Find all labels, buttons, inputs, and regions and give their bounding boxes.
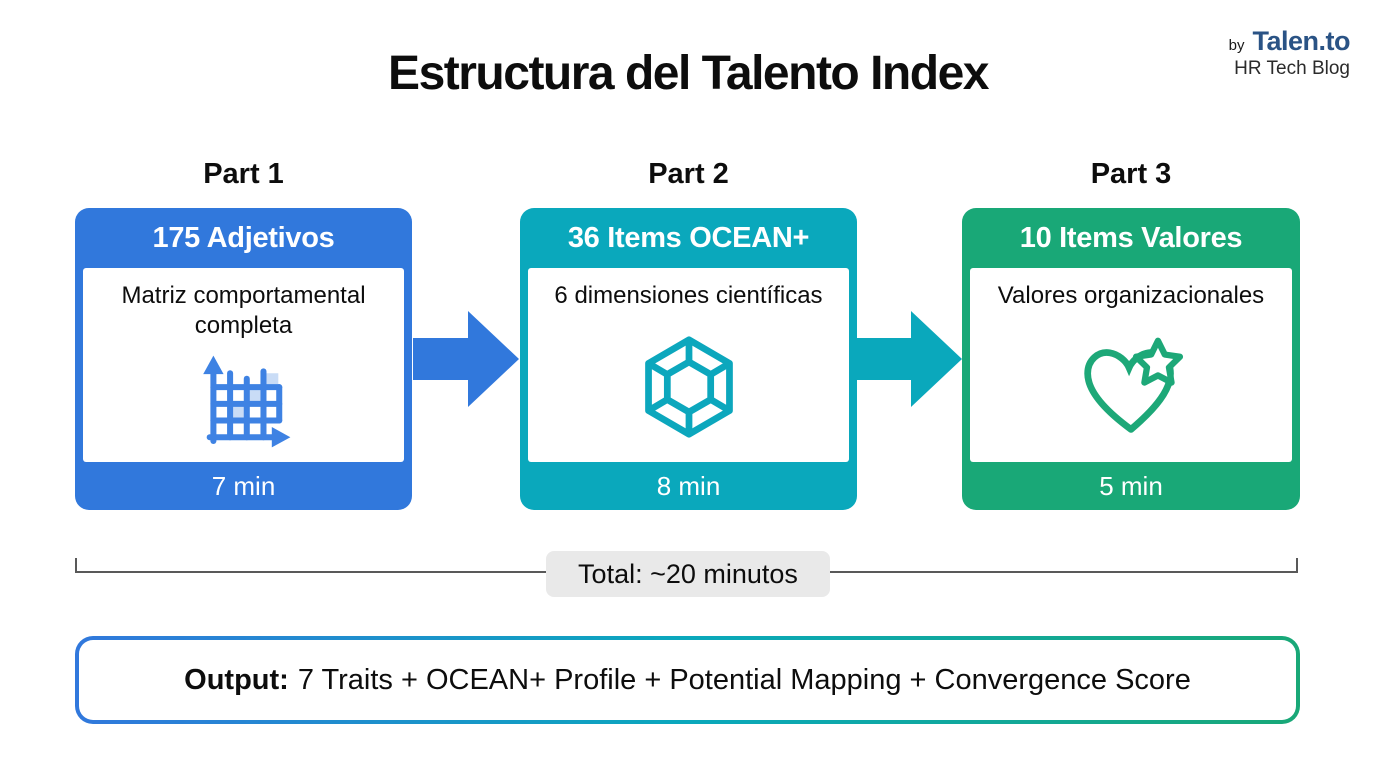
part1-card: 175 Adjetivos Matriz comportamental comp…	[75, 208, 412, 510]
part2-card-description: 6 dimensiones científicas	[554, 282, 823, 309]
gem-hexagon-icon	[635, 311, 743, 462]
matrix-chart-icon	[193, 341, 295, 462]
part2-card-body: 6 dimensiones científicas	[528, 268, 849, 462]
part1-card-description: Matriz comportamental completa	[121, 282, 366, 339]
part3-card: 10 Items Valores Valores organizacionale…	[962, 208, 1300, 510]
part3-card-body: Valores organizacionales	[970, 268, 1292, 462]
output-box: Output: 7 Traits + OCEAN+ Profile + Pote…	[75, 636, 1300, 724]
output-box-content: Output: 7 Traits + OCEAN+ Profile + Pote…	[79, 640, 1296, 720]
part2-card-header: 36 Items OCEAN+	[567, 221, 810, 254]
output-label: Output:	[184, 663, 289, 696]
part1-card-header: 175 Adjetivos	[152, 221, 335, 254]
part3-card-description: Valores organizacionales	[997, 282, 1265, 309]
total-time-badge: Total: ~20 minutos	[546, 551, 830, 597]
part3-duration: 5 min	[1099, 470, 1163, 501]
part3-card-header: 10 Items Valores	[1019, 221, 1243, 254]
logo-top-row: by Talen.to	[1228, 26, 1351, 57]
brand-logo: by Talen.to HR Tech Blog	[1228, 26, 1351, 80]
part1-card-body: Matriz comportamental completa	[83, 268, 404, 462]
arrow-right-icon	[856, 311, 962, 407]
part3-label: Part 3	[1090, 158, 1172, 190]
logo-by-text: by	[1228, 37, 1245, 54]
part1-label: Part 1	[203, 158, 284, 190]
part1-duration: 7 min	[211, 470, 276, 501]
heart-star-icon	[1073, 311, 1189, 462]
part2-duration: 8 min	[656, 470, 721, 501]
output-text: 7 Traits + OCEAN+ Profile + Potential Ma…	[297, 663, 1191, 696]
logo-brand-text: Talen.to	[1252, 26, 1350, 56]
part2-label: Part 2	[648, 158, 729, 190]
arrow-right-icon	[413, 311, 519, 407]
logo-tagline: HR Tech Blog	[1234, 58, 1350, 79]
page-title: Estructura del Talento Index	[388, 47, 989, 100]
part2-card: 36 Items OCEAN+ 6 dimensiones científica…	[520, 208, 857, 510]
